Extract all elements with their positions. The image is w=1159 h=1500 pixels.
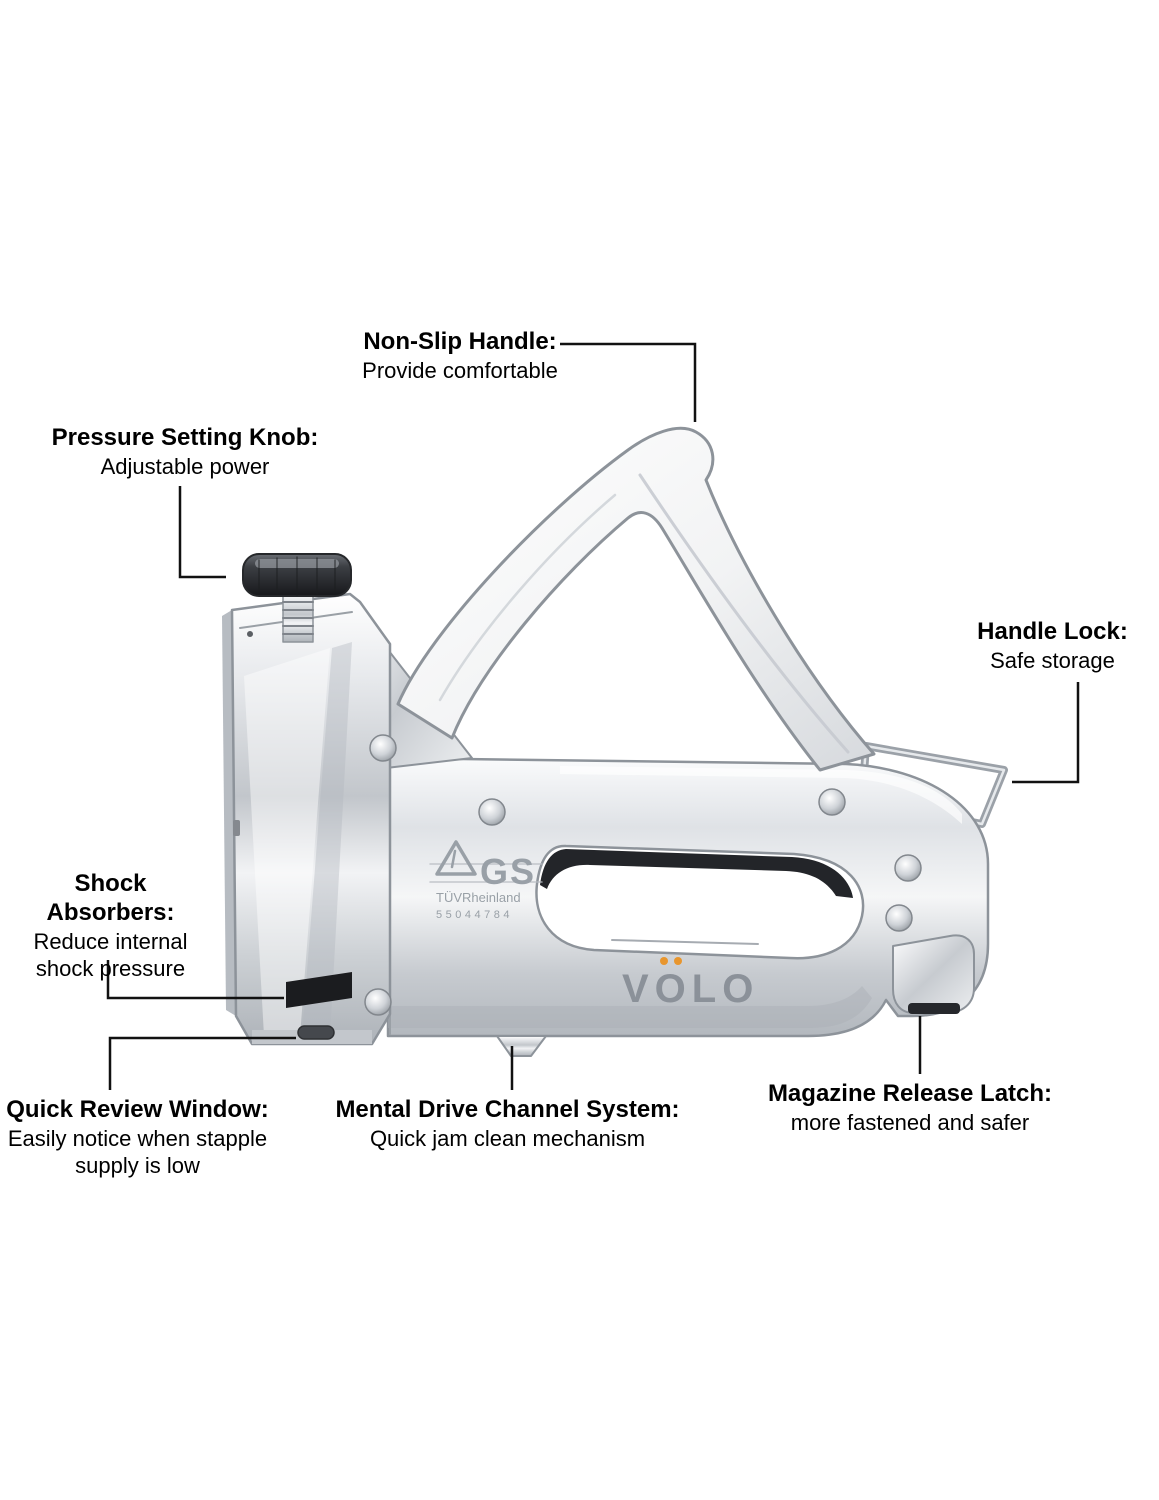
callout-mental-drive-channel-system: Mental Drive Channel System: Quick jam c… xyxy=(330,1096,685,1152)
umlaut-dot xyxy=(674,957,682,965)
callout-pressure-setting-knob: Pressure Setting Knob: Adjustable power xyxy=(30,424,340,480)
callout-title: Handle Lock: xyxy=(977,618,1128,645)
grip-cutout xyxy=(535,844,865,960)
callout-line-shock-absorbers xyxy=(106,960,284,1000)
callout-desc: Easily notice when stapple supply is low xyxy=(7,1125,268,1179)
callout-title: Pressure Setting Knob: xyxy=(51,424,319,451)
callout-magazine-release-latch: Magazine Release Latch: more fastened an… xyxy=(760,1080,1060,1136)
quick-review-window xyxy=(297,1025,335,1040)
callout-title: Quick Review Window: xyxy=(6,1096,269,1123)
non-slip-handle xyxy=(396,426,876,772)
callout-desc: Adjustable power xyxy=(100,453,270,479)
callout-desc: Reduce internal shock pressure xyxy=(33,928,188,982)
callout-non-slip-handle: Non-Slip Handle: Provide comfortable xyxy=(320,328,600,384)
gs-mark-text: GS xyxy=(480,851,536,892)
callout-line-non-slip-handle xyxy=(560,342,697,422)
rivets xyxy=(364,734,922,1016)
callout-line-handle-lock xyxy=(1012,682,1080,784)
callout-desc: Safe storage xyxy=(990,647,1115,673)
gs-serial-text: 55044784 xyxy=(436,909,513,921)
callout-title: Mental Drive Channel System: xyxy=(335,1096,680,1123)
gs-org-text: TÜVRheinland xyxy=(436,890,521,905)
brand-logo: VOLO xyxy=(622,957,759,1011)
callout-title: Non-Slip Handle: xyxy=(363,328,557,355)
drive-channel-tab xyxy=(496,1035,547,1057)
callout-quick-review-window: Quick Review Window: Easily notice when … xyxy=(0,1096,275,1180)
callout-shock-absorbers: Shock Absorbers: Reduce internal shock p… xyxy=(8,870,213,983)
brand-text: VOLO xyxy=(622,967,759,1011)
callout-line-pressure-knob xyxy=(178,486,226,579)
callout-lines xyxy=(106,342,1080,1090)
shock-absorber xyxy=(286,972,352,1008)
pressure-setting-knob xyxy=(242,553,352,643)
callout-desc: more fastened and safer xyxy=(790,1109,1030,1135)
callout-line-quick-review-window xyxy=(108,1036,296,1090)
callout-desc: Provide comfortable xyxy=(362,357,558,383)
callout-title: Magazine Release Latch: xyxy=(767,1080,1053,1107)
callout-desc: Quick jam clean mechanism xyxy=(369,1125,646,1151)
magazine-release-latch xyxy=(892,934,975,1014)
front-magazine-tower xyxy=(222,592,392,1046)
callout-title: Shock Absorbers: xyxy=(46,870,175,926)
callout-handle-lock: Handle Lock: Safe storage xyxy=(950,618,1155,674)
gs-certification-mark: GS TÜVRheinland 55044784 xyxy=(429,840,543,921)
umlaut-dot xyxy=(660,957,668,965)
